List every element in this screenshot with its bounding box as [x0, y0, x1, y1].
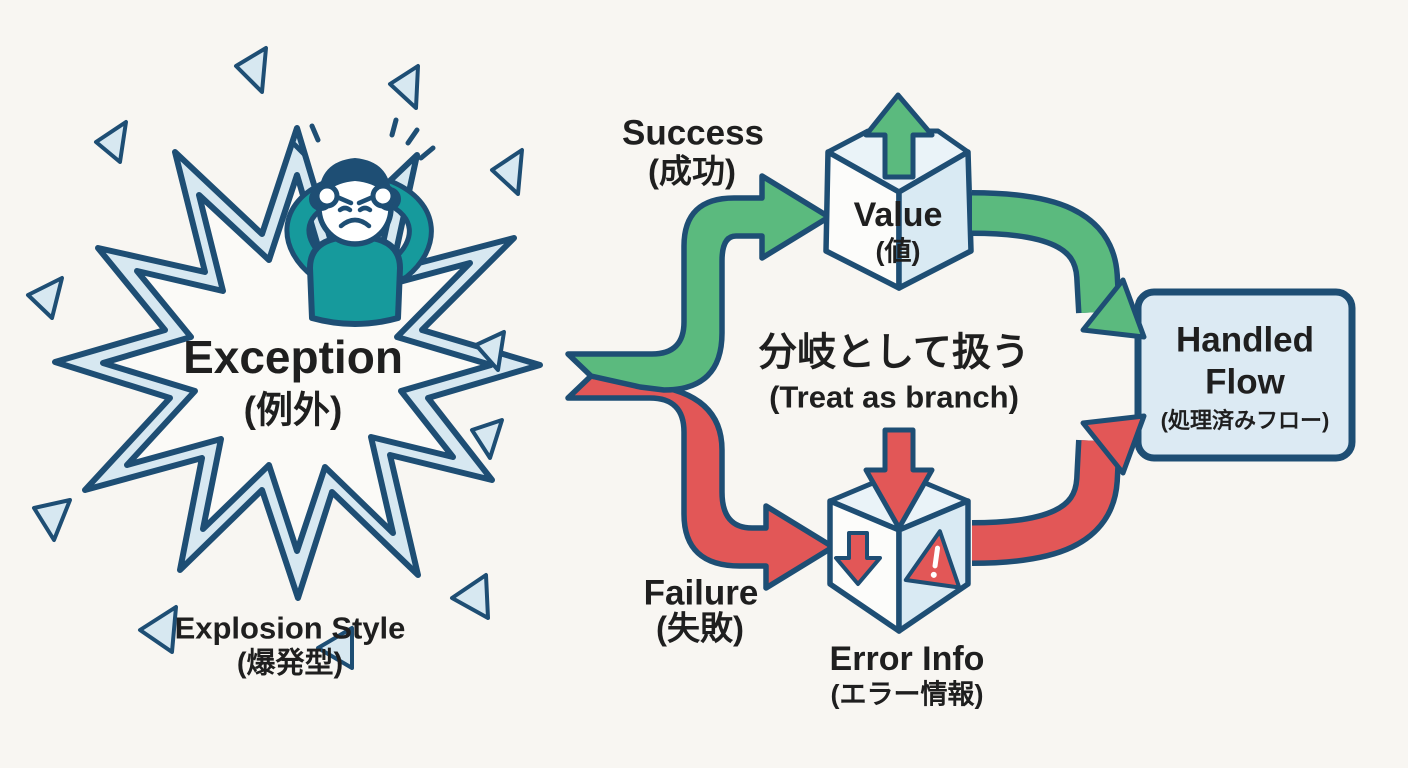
success-arrow [565, 173, 832, 393]
debris-shard-icon [474, 330, 506, 372]
angry-eyebrows [334, 194, 376, 206]
value-sublabel: (値) [875, 236, 921, 267]
value-box-icon [823, 92, 974, 291]
stress-marks [291, 117, 436, 161]
error-to-handled-arrow [971, 413, 1147, 566]
error-box-icon [827, 427, 971, 634]
down-arrow-icon [863, 427, 935, 531]
error-down-arrow-icon [834, 531, 882, 586]
debris-shard-icon [470, 418, 504, 460]
warning-icon [903, 529, 962, 590]
eyes [337, 205, 373, 213]
debris-shard-icon [388, 64, 420, 110]
debris-shard-icon [316, 626, 354, 670]
debris-shard-icon [138, 605, 178, 654]
debris-shard-icon [234, 46, 268, 94]
error-info-sublabel: (エラー情報) [830, 679, 984, 710]
green-arrowhead-icon [1080, 277, 1147, 340]
explosion-caption: Explosion Style [174, 610, 406, 646]
value-label: Value [853, 196, 943, 234]
hair [318, 158, 392, 212]
success-sublabel: (成功) [648, 152, 736, 190]
failure-label: Failure [643, 573, 759, 613]
stressed-person-icon [284, 117, 436, 327]
debris-shard-icon [32, 498, 72, 542]
up-arrow-icon [863, 92, 935, 180]
red-arrowhead-icon [1080, 413, 1147, 476]
success-label: Success [621, 113, 765, 153]
value-to-handled-arrow [971, 190, 1147, 340]
explosion-caption-sub: (爆発型) [236, 647, 344, 680]
torso [307, 235, 403, 327]
center-caption-en: (Treat as branch) [769, 379, 1019, 415]
error-info-label: Error Info [829, 640, 985, 678]
debris-shard-icon [490, 148, 524, 196]
debris-shard-icon [26, 276, 64, 320]
handled-flow-sublabel: (処理済みフロー) [1160, 408, 1330, 433]
debris-shard-icon [450, 573, 490, 620]
explosion-burst-icon [26, 46, 543, 670]
debris-shard-icon [94, 120, 128, 164]
hand [314, 183, 340, 209]
handled-flow-box [1134, 288, 1356, 462]
box-right-face [896, 149, 974, 291]
failure-sublabel: (失敗) [656, 609, 744, 647]
exception-title: Exception [183, 331, 403, 383]
center-caption-jp: 分岐として扱う [758, 331, 1030, 375]
hand [370, 183, 396, 209]
frown-mouth [338, 217, 372, 229]
exception-subtitle: (例外) [243, 389, 343, 431]
handled-flow-label-line1: Handled [1175, 320, 1315, 360]
handled-flow-label-line2: Flow [1205, 362, 1285, 402]
